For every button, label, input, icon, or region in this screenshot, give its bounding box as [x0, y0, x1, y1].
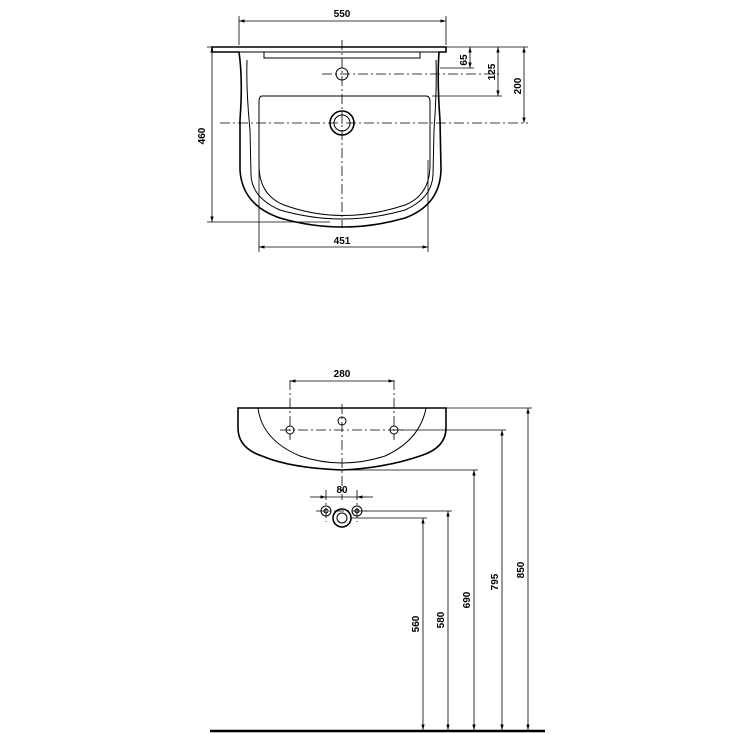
dim-label-550: 550 [334, 9, 351, 20]
dim-label-460: 460 [197, 127, 208, 144]
dim-label-200: 200 [513, 77, 524, 94]
dim-label-850: 850 [516, 561, 527, 578]
waste-pipe-outer [332, 508, 352, 528]
dim-label-80: 80 [336, 485, 348, 496]
basin-outline-top [211, 46, 447, 228]
dim-label-125: 125 [487, 63, 498, 80]
dim-label-280: 280 [334, 369, 351, 380]
dim-label-690: 690 [462, 591, 473, 608]
dim-label-580: 580 [436, 611, 447, 628]
inner-bowl-rim [246, 59, 437, 220]
basin-outline-front [237, 407, 447, 471]
dim-label-560: 560 [411, 615, 422, 632]
inner-bowl [258, 95, 431, 216]
dim-label-451: 451 [334, 236, 351, 247]
top-view: 550 460 451 65 125 200 [197, 9, 528, 252]
dim-label-65: 65 [459, 54, 470, 66]
front-view: 280 80 850 795 690 580 560 [210, 369, 545, 733]
dim-label-795: 795 [490, 573, 501, 590]
waste-pipe-inner [336, 512, 348, 524]
